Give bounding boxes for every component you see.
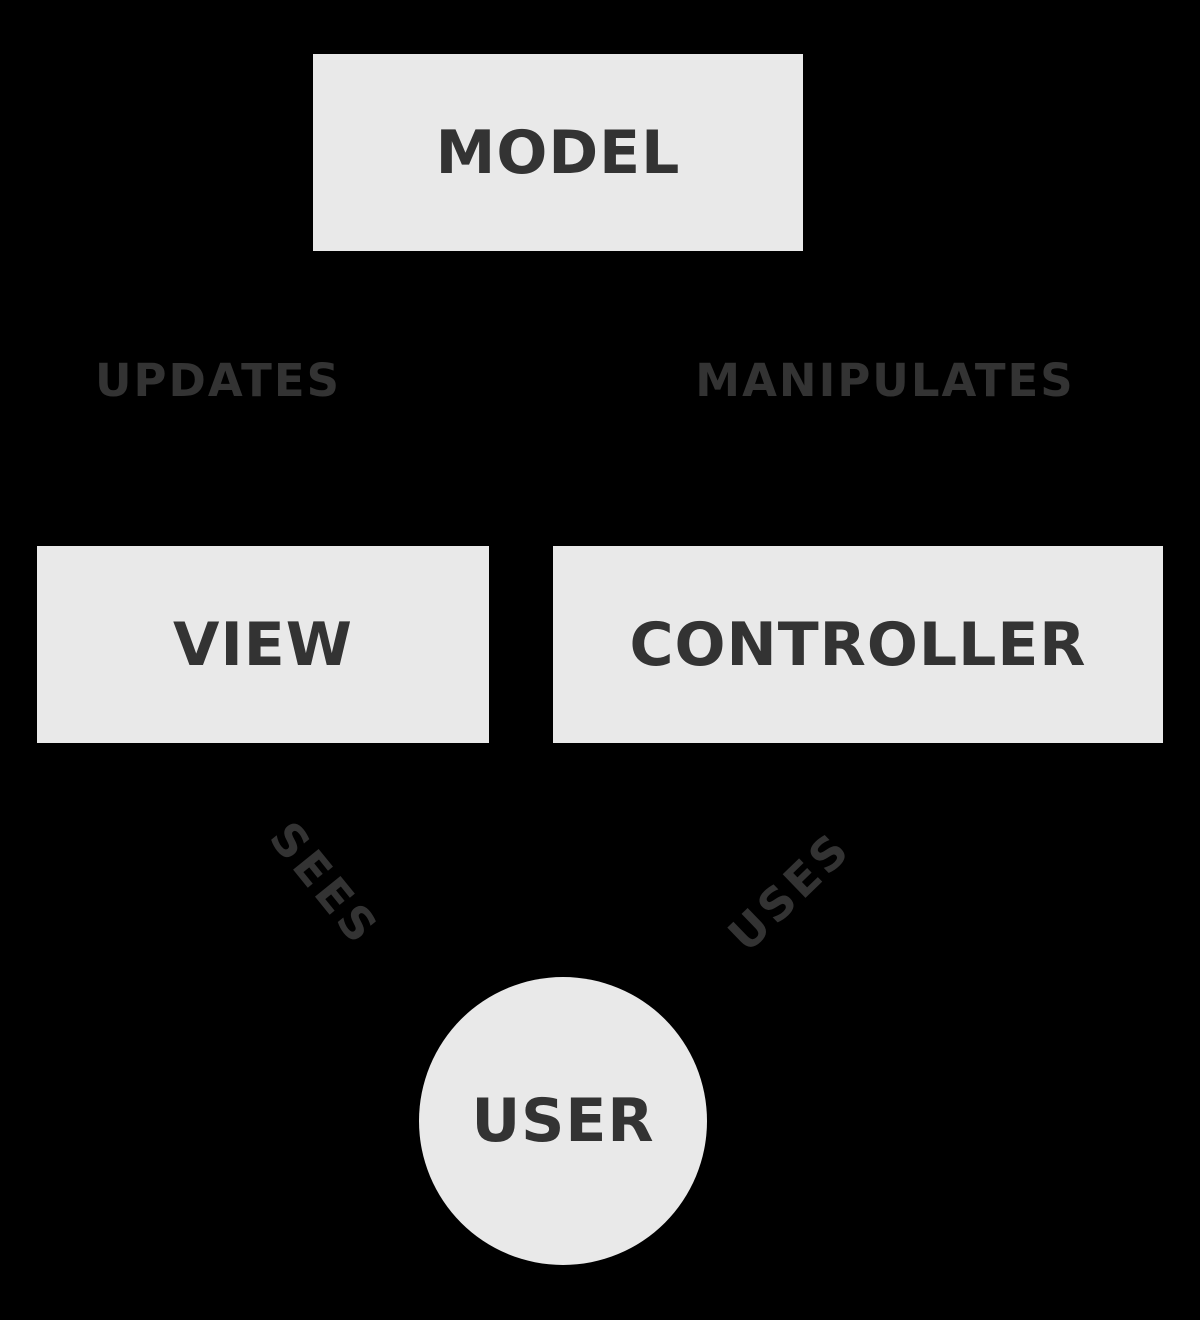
model-node: MODEL <box>313 54 803 251</box>
edge-label-updates: UPDATES <box>94 353 342 407</box>
edge-label-manipulates: MANIPULATES <box>695 353 1075 407</box>
view-node: VIEW <box>37 546 489 743</box>
model-node-label: MODEL <box>435 117 681 188</box>
user-node-label: USER <box>471 1086 655 1156</box>
user-node: USER <box>419 977 707 1265</box>
controller-node-label: CONTROLLER <box>629 609 1087 680</box>
edge-label-sees: SEES <box>259 811 390 956</box>
view-node-label: VIEW <box>173 609 353 680</box>
controller-node: CONTROLLER <box>553 546 1163 743</box>
edge-label-uses: USES <box>717 821 862 963</box>
